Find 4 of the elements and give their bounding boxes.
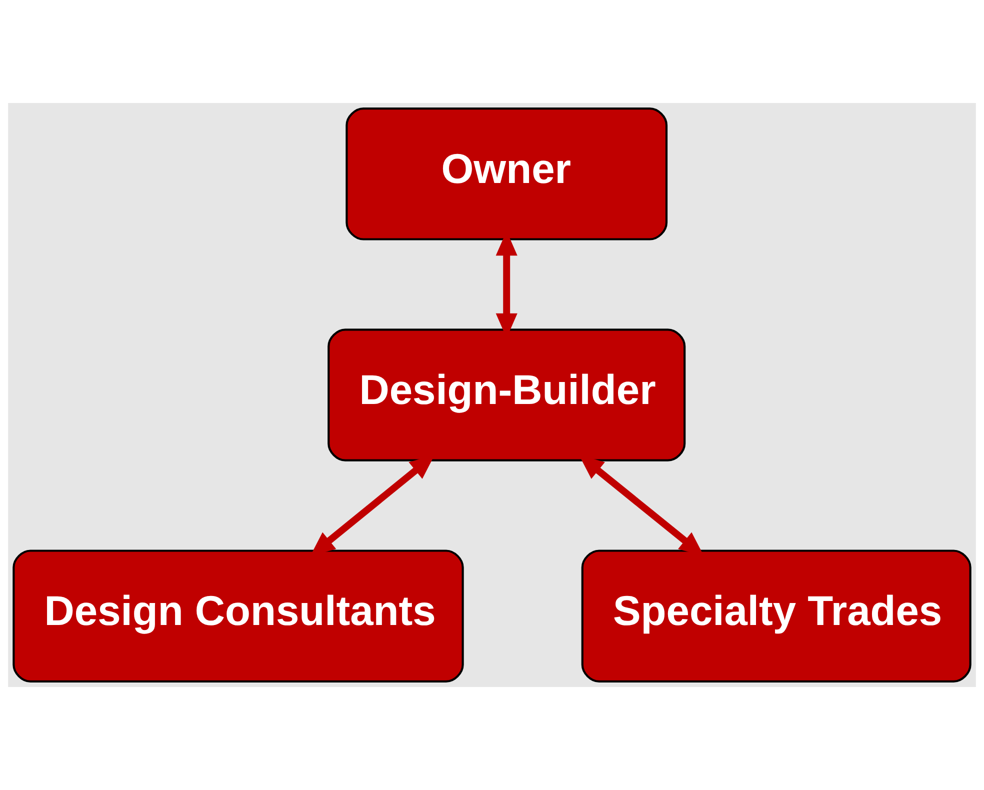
node-box: Owner (346, 108, 668, 240)
node-box: Design-Builder (328, 328, 686, 462)
node-box: Specialty Trades (581, 550, 972, 682)
node-box: Design Consultants (12, 550, 464, 682)
